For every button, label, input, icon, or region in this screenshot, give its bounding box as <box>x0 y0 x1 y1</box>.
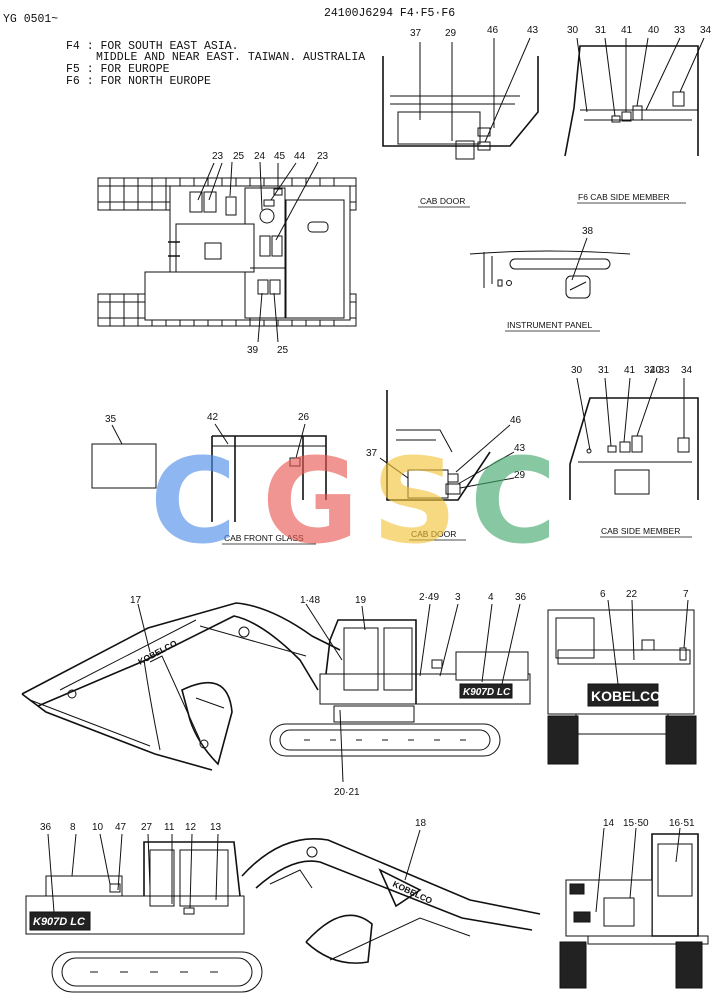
top-view-callouts: 23 25 24 45 44 23 39 25 <box>212 151 329 356</box>
callout-23b: 23 <box>317 151 329 162</box>
callout-43-mid: 43 <box>514 443 526 454</box>
callout-44: 44 <box>294 151 306 162</box>
callout-19: 19 <box>355 595 367 606</box>
side-model-badge: K907D LC <box>463 687 511 698</box>
watermark-letter-3: S <box>372 432 457 570</box>
instrument-panel-drawing: 38 INSTRUMENT PANEL <box>469 226 631 332</box>
callout-46-mid: 46 <box>510 415 522 426</box>
callout-18: 18 <box>415 818 427 829</box>
caption-cab-side-member: CAB SIDE MEMBER <box>601 526 680 536</box>
callout-45: 45 <box>274 151 286 162</box>
callout-37-mid: 37 <box>366 448 378 459</box>
callout-24: 24 <box>254 151 266 162</box>
callout-8: 8 <box>70 822 76 833</box>
callout-33: 33 <box>674 25 686 36</box>
callout-25b: 25 <box>277 345 289 356</box>
callout-31: 31 <box>595 25 607 36</box>
callout-13: 13 <box>210 822 222 833</box>
callout-31-side: 31 <box>598 365 610 376</box>
callout-23: 23 <box>212 151 224 162</box>
callout-36-bottom: 36 <box>40 822 52 833</box>
callout-29: 29 <box>445 28 457 39</box>
callout-14: 14 <box>603 818 615 829</box>
callout-34: 34 <box>700 25 712 36</box>
callout-15-50: 15·50 <box>623 818 649 829</box>
bottom-left-drawing: K907D LC 36 8 10 47 27 11 12 13 <box>25 822 263 993</box>
callout-35: 35 <box>105 414 117 425</box>
callout-11: 11 <box>164 822 175 833</box>
front-view-drawing: 14 15·50 16·51 <box>559 818 709 989</box>
callout-42: 42 <box>207 412 219 423</box>
callout-4: 4 <box>488 592 494 603</box>
callout-47: 47 <box>115 822 127 833</box>
callout-10: 10 <box>92 822 104 833</box>
callout-37: 37 <box>410 28 422 39</box>
callout-3: 3 <box>455 592 461 603</box>
caption-instrument-panel: INSTRUMENT PANEL <box>507 320 592 330</box>
caption-cab-door-mid: CAB DOOR <box>411 529 456 539</box>
callout-46: 46 <box>487 25 499 36</box>
boom-kobelco-logo: KOBELCO <box>136 638 179 667</box>
caption-f6-cab-side-member: F6 CAB SIDE MEMBER <box>578 192 670 202</box>
callout-43: 43 <box>527 25 539 36</box>
callout-22: 22 <box>626 589 638 600</box>
callout-17: 17 <box>130 595 142 606</box>
caption-cab-door-top: CAB DOOR <box>420 196 465 206</box>
callout-30: 30 <box>567 25 579 36</box>
part-number: 24100J6294 F4·F5·F6 <box>324 7 455 20</box>
bottom-model-badge: K907D LC <box>33 916 86 928</box>
callout-41: 41 <box>621 25 633 36</box>
boom-detail-drawing: KOBELCO 18 <box>241 818 541 964</box>
callout-2-49: 2·49 <box>419 592 439 603</box>
rear-kobelco-logo: KOBELCO <box>591 688 661 704</box>
callout-40: 40 <box>648 25 660 36</box>
cab-front-glass-drawing: 35 42 26 CAB FRONT GLASS <box>91 412 327 545</box>
callout-16-51: 16·51 <box>669 818 695 829</box>
f6-cab-side-drawing: 30 31 41 40 33 34 F6 CAB SIDE MEMBER <box>564 25 712 204</box>
callout-29-mid: 29 <box>514 470 526 481</box>
callout-36: 36 <box>515 592 527 603</box>
watermark-letter-2: G <box>262 432 359 570</box>
caption-cab-front-glass: CAB FRONT GLASS <box>224 533 304 543</box>
callout-34-side: 34 <box>681 365 693 376</box>
watermark-letter-1: C <box>150 432 237 570</box>
callout-27: 27 <box>141 822 153 833</box>
cgsc-watermark: C G S C <box>150 432 557 570</box>
callout-25: 25 <box>233 151 245 162</box>
callout-7: 7 <box>683 589 689 600</box>
note-f4: F4 : FOR SOUTH EAST ASIA. <box>66 40 239 53</box>
watermark-letter-4: C <box>470 432 557 570</box>
callout-41-side: 41 <box>624 365 636 376</box>
cab-side-member-drawing: 30 31 41 40 32·33 34 CAB SIDE MEMBER <box>569 365 699 538</box>
note-f6: F6 : FOR NORTH EUROPE <box>66 75 211 88</box>
drawing-code: YG 0501~ <box>3 13 58 26</box>
callout-12: 12 <box>185 822 197 833</box>
callout-26: 26 <box>298 412 310 423</box>
callout-32-33: 32·33 <box>644 365 670 376</box>
callout-20-21: 20·21 <box>334 787 360 798</box>
callout-40-side: 40 <box>650 365 662 376</box>
cab-door-top-drawing: 37 29 46 43 CAB DOOR <box>382 25 539 208</box>
side-view-callouts: 17 1·48 19 2·49 3 4 36 20·21 <box>130 592 527 798</box>
callout-39: 39 <box>247 345 259 356</box>
rear-view-drawing: KOBELCO 6 22 7 <box>547 589 697 765</box>
callout-38: 38 <box>582 226 594 237</box>
top-view-drawing <box>97 161 357 343</box>
callout-30-side: 30 <box>571 365 583 376</box>
side-view-drawing: KOBELCO K907D LC <box>21 602 531 783</box>
cab-door-mid-drawing: 46 37 43 29 CAB DOOR <box>366 390 526 541</box>
callout-6: 6 <box>600 589 606 600</box>
note-f5: F5 : FOR EUROPE <box>66 63 170 76</box>
note-f4-regions: MIDDLE AND NEAR EAST. TAIWAN. AUSTRALIA <box>96 51 365 64</box>
callout-1-48: 1·48 <box>300 595 320 606</box>
